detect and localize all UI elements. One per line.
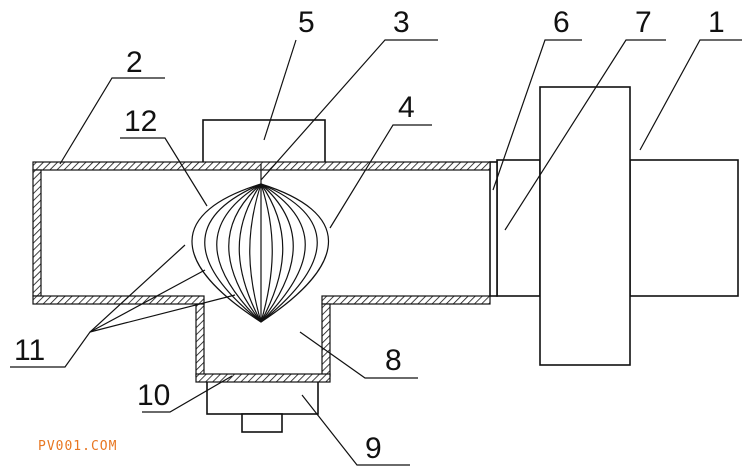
label-8: 8 <box>385 344 402 377</box>
watermark-text: PV001.COM <box>38 439 117 454</box>
part-labels: 1 2 3 4 5 6 7 8 9 10 11 12 <box>14 6 725 465</box>
component-6-plate <box>489 161 498 297</box>
label-2: 2 <box>126 46 143 79</box>
label-3: 3 <box>393 6 410 39</box>
component-9-bottom-block <box>206 379 319 433</box>
label-4: 4 <box>398 91 415 124</box>
component-5-top-block <box>202 119 326 165</box>
component-flange-disc <box>539 86 631 366</box>
label-5: 5 <box>298 6 315 39</box>
component-1-shaft <box>629 159 739 297</box>
label-11: 11 <box>14 334 45 367</box>
label-10: 10 <box>137 379 170 412</box>
component-blade-assembly <box>191 164 330 323</box>
label-1: 1 <box>708 6 725 39</box>
label-6: 6 <box>553 6 570 39</box>
leader-lines <box>10 39 742 466</box>
component-7-connector <box>496 159 541 297</box>
label-12: 12 <box>124 105 157 138</box>
label-9: 9 <box>365 432 382 465</box>
label-7: 7 <box>635 6 652 39</box>
